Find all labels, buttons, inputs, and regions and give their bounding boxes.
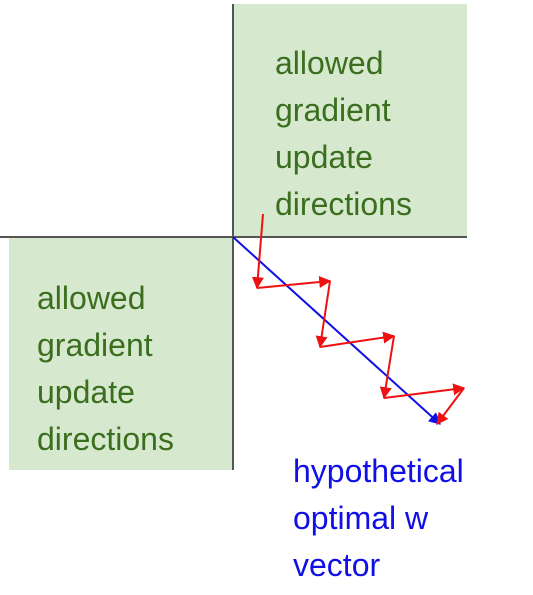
gradient-step-2 [256, 276, 332, 289]
allowed-region-top-right: allowed gradient update directions [233, 4, 467, 237]
allowed-region-top-right-label: allowed gradient update directions [275, 45, 412, 222]
allowed-region-bottom-left-label: allowed gradient update directions [37, 280, 174, 457]
optimal-vector-label: hypothetical optimal w vector [293, 453, 464, 583]
gradient-step-4 [319, 331, 396, 348]
gradient-step-5 [379, 335, 395, 400]
allowed-region-bottom-left: allowed gradient update directions [9, 237, 233, 470]
optimal-w-vector-arrow [232, 236, 441, 425]
gradient-step-7 [436, 387, 465, 425]
gradient-step-3 [315, 280, 331, 349]
gradient-step-6 [383, 383, 466, 399]
gradient-step-1 [251, 213, 264, 290]
gradient-update-path [251, 213, 466, 425]
